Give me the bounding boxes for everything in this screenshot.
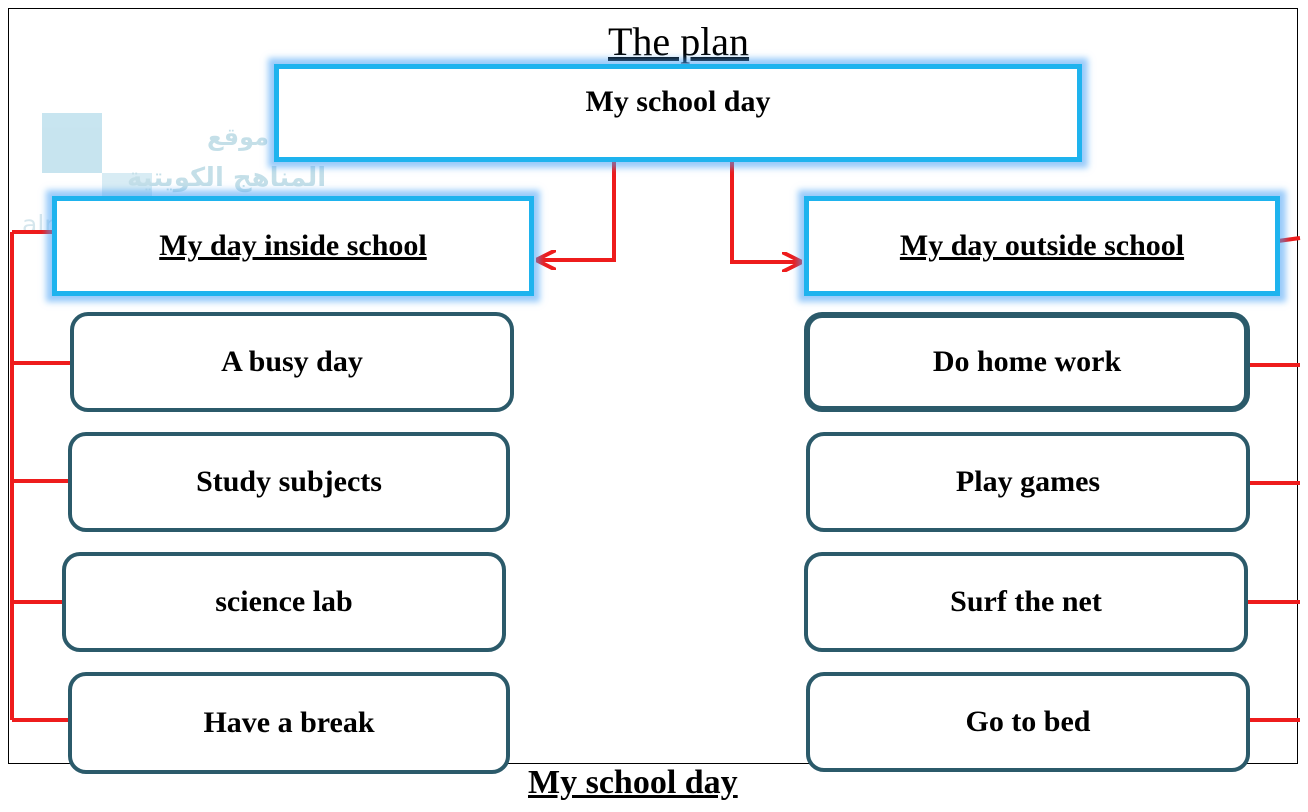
arrow-to-inside-school [538, 158, 660, 260]
main-topic-label: My school day [585, 85, 771, 118]
page-frame [8, 8, 1298, 764]
item-box: Surf the net [804, 552, 1248, 652]
bottom-title: My school day [528, 764, 738, 801]
branch-heading-inside-school: My day inside school [52, 196, 534, 296]
item-label: Surf the net [950, 585, 1102, 618]
item-label: Do home work [932, 345, 1122, 378]
diagram-title: The plan [608, 19, 750, 64]
item-label: A busy day [221, 345, 363, 378]
item-box: Study subjects [68, 432, 510, 532]
branch-heading-label: My day inside school [159, 229, 427, 262]
main-topic-box: My school day [274, 64, 1082, 162]
item-label: Play games [955, 465, 1101, 498]
item-label: Go to bed [965, 705, 1091, 738]
branch-heading-label: My day outside school [899, 229, 1185, 262]
arrow-to-outside-school [680, 158, 800, 262]
item-box: Go to bed [806, 672, 1250, 772]
item-box: Have a break [68, 672, 510, 774]
right-stub [1277, 236, 1301, 243]
item-box: A busy day [70, 312, 514, 412]
item-box: Do home work [804, 312, 1250, 412]
item-box: science lab [62, 552, 506, 652]
item-label: science lab [215, 585, 353, 618]
item-box: Play games [806, 432, 1250, 532]
branch-heading-outside-school: My day outside school [804, 196, 1280, 296]
item-label: Have a break [203, 706, 375, 739]
item-label: Study subjects [196, 465, 382, 498]
